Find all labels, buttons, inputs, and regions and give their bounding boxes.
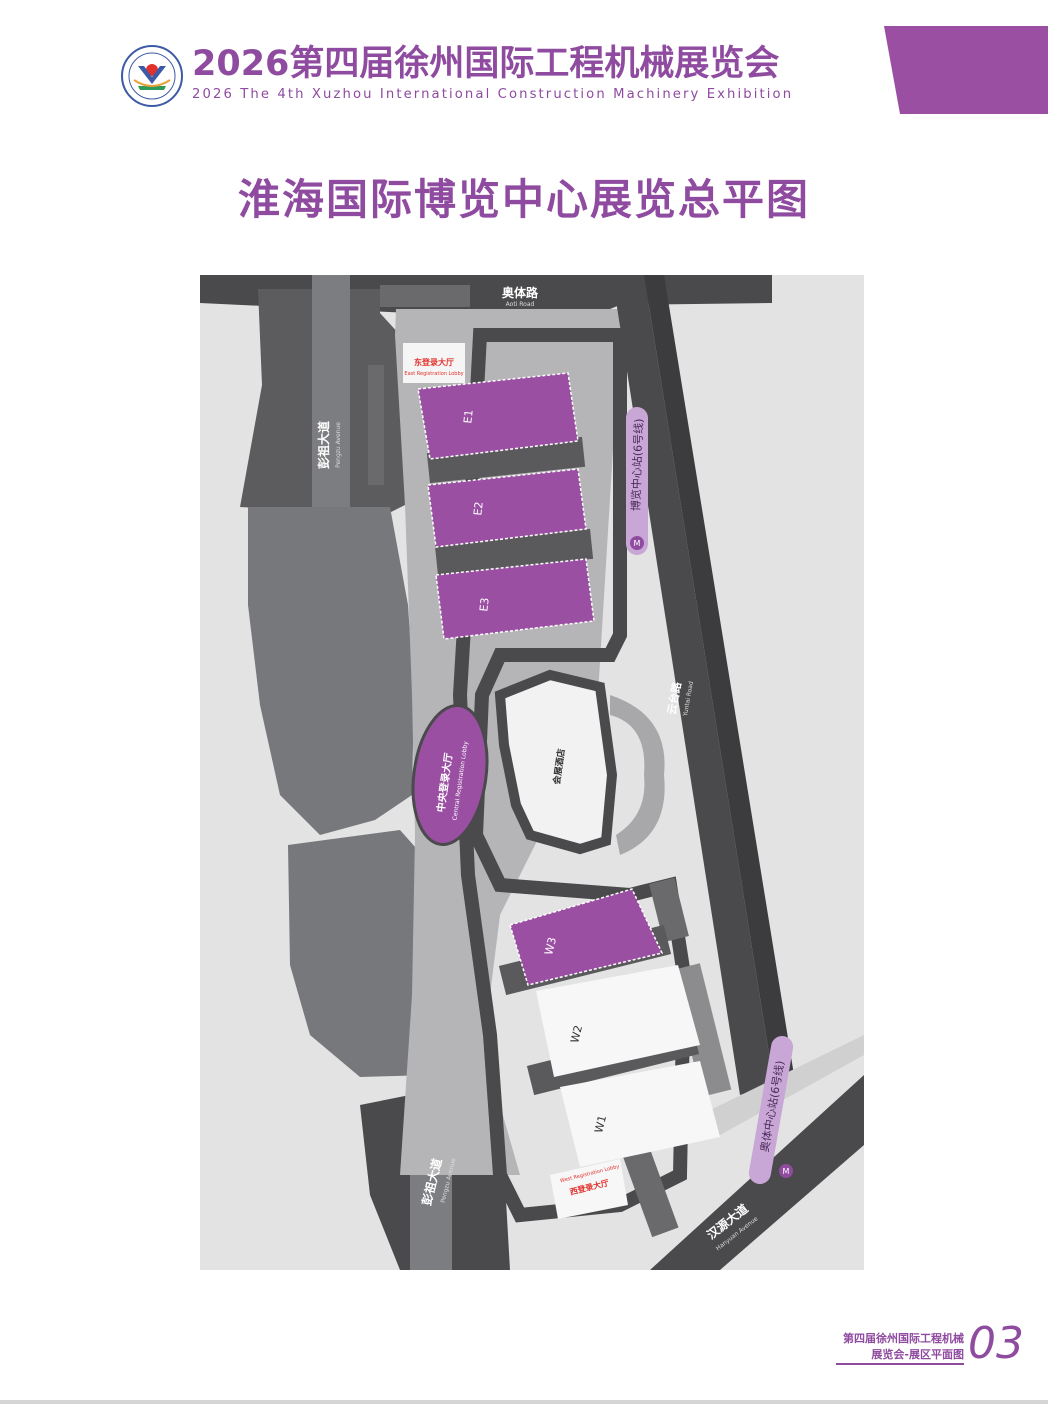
road-west-upper-en: Pengzu Avenue [335, 422, 342, 468]
footer-rule [836, 1363, 964, 1365]
page-number: 03 [968, 1318, 1024, 1369]
hall-w3-label: W3 [542, 936, 559, 956]
metro-icon-glyph: M [783, 1167, 790, 1176]
road-east [612, 275, 774, 1095]
walkway-e1-e2 [426, 436, 586, 484]
road-north-cn: 奥体路 [502, 285, 539, 300]
parking-west [368, 365, 384, 485]
footer-caption-line1: 第四届徐州国际工程机械 [843, 1332, 964, 1345]
hotel-garden [610, 695, 665, 855]
road-north-en: Aoti Road [506, 301, 535, 308]
corner-tab [884, 26, 1048, 114]
exhibition-emblem-icon [121, 45, 183, 107]
metro-north-pill [626, 407, 648, 555]
exhibition-subtitle: 2026 The 4th Xuzhou International Constr… [192, 87, 794, 102]
metro-icon-glyph: M [634, 539, 641, 548]
site-map: 东登录大厅 East Registration Lobby E1 E2 E3 会… [200, 275, 864, 1270]
hall-w1 [560, 1061, 720, 1167]
metro-south-pill [748, 1035, 794, 1185]
parking-south [621, 1142, 679, 1238]
east-lobby-cn: 东登录大厅 [414, 357, 454, 367]
east-lobby-en: East Registration Lobby [404, 371, 463, 377]
hall-e1-label: E1 [461, 409, 475, 424]
hall-w3 [509, 888, 664, 986]
metro-icon [779, 1164, 793, 1178]
hall-e3-label: E3 [477, 597, 491, 612]
road-west-upper-cn: 彭祖大道 [316, 421, 331, 469]
central-lobby [411, 704, 489, 846]
page-bottom-edge [0, 1400, 1048, 1404]
hall-w2-label: W2 [568, 1024, 585, 1044]
road-east-lane [644, 275, 794, 1085]
footer-caption-line2: 展览会-展区平面图 [871, 1348, 964, 1361]
road-east-cn: 云台路 [664, 680, 684, 716]
east-lobby-block [403, 343, 465, 383]
parking-east-upper [649, 877, 689, 943]
walkway-e2-e3 [434, 528, 594, 576]
hall-w1-label: W1 [592, 1114, 609, 1134]
road-north-ramp [380, 285, 470, 307]
area-west-upper [248, 507, 414, 835]
metro-icon [630, 536, 644, 550]
metro-north-station: 博览中心站(6号线) [628, 418, 645, 511]
hall-w2 [536, 965, 700, 1077]
hall-e2-label: E2 [471, 501, 485, 516]
pengzu-viaduct-upper [312, 275, 350, 511]
hall-e1 [417, 372, 579, 460]
west-lobby-block [550, 1159, 628, 1219]
hall-e3 [435, 558, 595, 640]
exhibition-title: 2026第四届徐州国际工程机械展览会 [192, 44, 780, 84]
exhibition-hotel [494, 669, 618, 855]
hall-e2 [427, 468, 587, 548]
page-title: 淮海国际博览中心展览总平图 [237, 175, 810, 224]
